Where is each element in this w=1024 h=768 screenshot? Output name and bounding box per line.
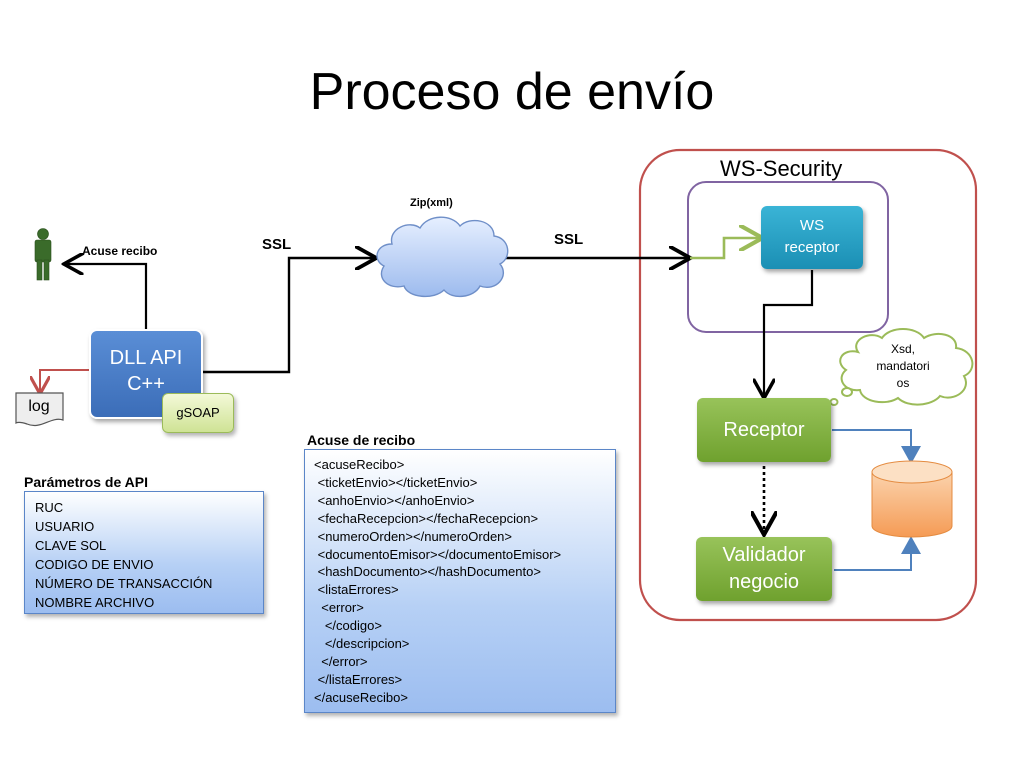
ssl-link-left: [200, 258, 374, 374]
validador-line2: negocio: [728, 571, 800, 593]
acuse-xml-line: <documentoEmisor></documentoEmisor>: [314, 546, 562, 562]
acuse-xml-line: <acuseRecibo>: [314, 457, 405, 472]
acuse-xml-line: <numeroOrden></numeroOrden>: [314, 528, 513, 544]
api-param-item: RUC: [35, 500, 64, 515]
slide-title: Proceso de envío: [309, 63, 715, 121]
api-params-list: RUC USUARIO CLAVE SOL CODIGO DE ENVIO NÚMERO…: [35, 498, 263, 612]
xsd-line2: mandatori: [876, 359, 930, 373]
document-icon: [15, 392, 64, 426]
xsd-line3: os: [896, 376, 910, 390]
person-icon: [34, 228, 52, 281]
acuse-xml-line: </listaErrores>: [314, 671, 403, 687]
log-label: log: [28, 398, 50, 415]
dll-api-line1: DLL API: [109, 347, 183, 369]
ws-inner-arrow: [690, 238, 760, 260]
ws-security-boundary: [638, 148, 978, 622]
ws-to-receptor-arrow: [764, 270, 814, 396]
api-param-item: NOMBRE ARCHIVO: [35, 595, 155, 610]
acuse-xml-line: </descripcion>: [314, 636, 410, 652]
acuse-xml-line: </acuseRecibo>: [314, 689, 408, 705]
validador-to-db-arrow: [834, 536, 921, 571]
acuse-xml-line: <fechaRecepcion></fechaRecepcion>: [314, 510, 539, 526]
ws-receptor-node: WS receptor: [761, 206, 863, 269]
xsd-thought-cloud: [829, 328, 974, 406]
ws-security-label: WS-Security: [720, 156, 843, 181]
acuse-xml-list: <acuseRecibo> <ticketEnvio></ticketEnvio…: [314, 456, 615, 707]
acuse-xml-line: <listaErrores>: [314, 582, 399, 598]
receptor-to-db-arrow: [832, 429, 921, 464]
api-param-item: USUARIO: [35, 519, 95, 534]
xsd-note: Xsd, mandatori os: [860, 341, 946, 392]
acuse-xml-line: <hashDocumento></hashDocumento>: [314, 564, 541, 580]
dll-api-line2: C++: [127, 373, 165, 395]
ssl-left-label: SSL: [262, 236, 292, 253]
ssl-right-label: SSL: [554, 231, 584, 248]
api-param-item: CLAVE SOL: [35, 538, 107, 553]
api-param-item: NÚMERO DE TRANSACCIÓN: [35, 576, 213, 591]
database-icon: [871, 460, 953, 538]
acuse-panel-title: Acuse de recibo: [307, 432, 416, 448]
acuse-xml-line: <ticketEnvio></ticketEnvio>: [314, 474, 478, 490]
api-param-item: CODIGO DE ENVIO: [35, 557, 154, 572]
acuse-panel: <acuseRecibo> <ticketEnvio></ticketEnvio…: [304, 449, 616, 713]
acuse-xml-line: </error>: [314, 653, 368, 669]
validador-line1: Validador: [722, 544, 806, 566]
ws-receptor-line1: WS: [799, 217, 825, 234]
acuse-xml-line: </codigo>: [314, 618, 382, 634]
log-document-icon: log: [15, 392, 64, 428]
acuse-xml-line: <anhoEnvio></anhoEnvio>: [314, 492, 475, 508]
api-params-panel: RUC USUARIO CLAVE SOL CODIGO DE ENVIO NÚMERO…: [24, 491, 264, 614]
log-arrow: [40, 369, 92, 392]
acuse-xml-line: <error>: [314, 600, 364, 616]
gsoap-node: gSOAP: [162, 393, 234, 433]
acuse-recibo-arrow: [66, 264, 148, 330]
internet-cloud-icon: [376, 216, 509, 297]
acuse-recibo-label: Acuse recibo: [82, 244, 158, 258]
api-params-title: Parámetros de API: [24, 474, 148, 490]
xsd-line1: Xsd,: [890, 342, 915, 356]
receptor-node: Receptor: [697, 398, 831, 462]
ws-receptor-line2: receptor: [784, 239, 840, 256]
validador-negocio-node: Validador negocio: [696, 537, 832, 601]
zip-xml-label: Zip(xml): [410, 197, 453, 209]
